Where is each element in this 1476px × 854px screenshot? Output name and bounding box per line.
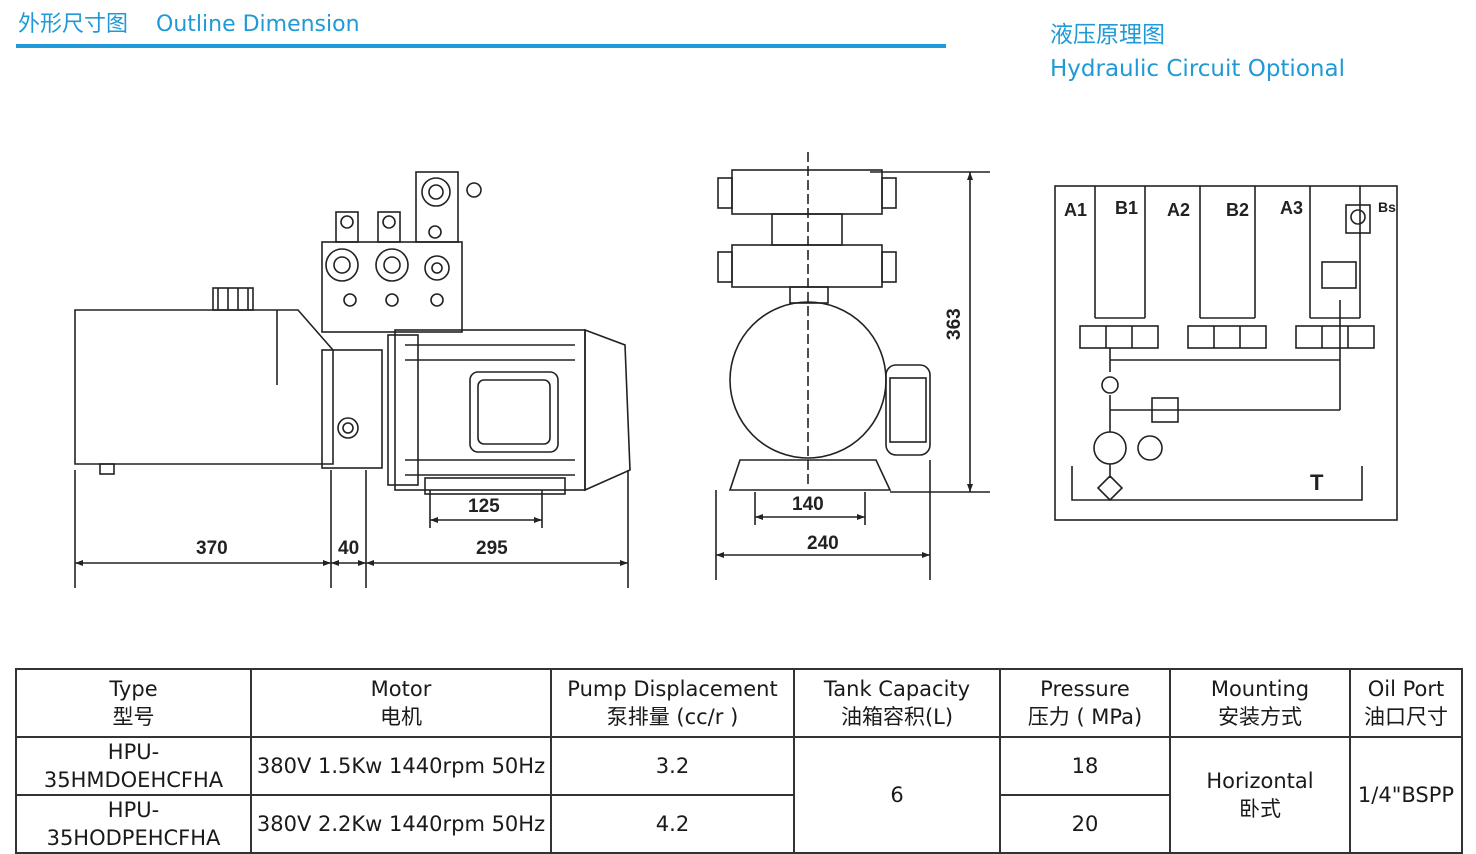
port-b2: B2 [1226,200,1249,220]
table-row: HPU-35HODPEHCFHA 380V 2.2Kw 1440rpm 50Hz… [15,794,1462,854]
dim-125: 125 [468,496,500,517]
cell-type: HPU-35HODPEHCFHA [15,794,252,854]
port-t: T [1310,470,1324,495]
port-b1: B1 [1115,198,1138,218]
dim-240: 240 [807,533,839,554]
side-view-drawing: 370 40 295 125 [74,171,631,588]
circuit-title-en: Hydraulic Circuit Optional [1050,56,1345,82]
circuit-title-zh: 液压原理图 [1050,22,1165,48]
title-underline [16,44,946,48]
technical-drawings: 370 40 295 125 140 240 363 A1 B1 A2 B2 A… [74,152,1398,588]
cell-motor: 380V 2.2Kw 1440rpm 50Hz [250,794,552,854]
cell-motor: 380V 1.5Kw 1440rpm 50Hz [250,736,552,796]
outline-title-en: Outline Dimension [156,12,360,37]
hydraulic-circuit-diagram: A1 B1 A2 B2 A3 Bs T [1054,185,1398,521]
cell-pressure: 18 [999,736,1171,796]
cell-displacement: 3.2 [550,736,795,796]
port-a3: A3 [1280,198,1303,218]
cell-tank-capacity: 6 [793,736,1001,854]
dim-370: 370 [196,538,228,559]
outline-dimension-title: 外形尺寸图 Outline Dimension [18,6,360,38]
table-row: HPU-35HMDOEHCFHA 380V 1.5Kw 1440rpm 50Hz… [15,736,1463,854]
dim-295: 295 [476,538,508,559]
hydraulic-circuit-title: 液压原理图 Hydraulic Circuit Optional [1050,18,1345,86]
outline-title-zh: 外形尺寸图 [18,12,129,37]
port-a1: A1 [1064,200,1087,220]
cell-type: HPU-35HMDOEHCFHA [15,736,252,796]
cell-pressure: 20 [999,794,1171,854]
cell-displacement: 4.2 [550,794,795,854]
front-view-drawing: 140 240 363 [715,152,990,580]
port-bs: Bs [1378,199,1396,215]
dim-140: 140 [792,494,824,515]
dim-40: 40 [338,538,359,559]
dim-363: 363 [944,308,965,340]
cell-oil-port: 1/4"BSPP [1349,736,1463,854]
port-a2: A2 [1167,200,1190,220]
